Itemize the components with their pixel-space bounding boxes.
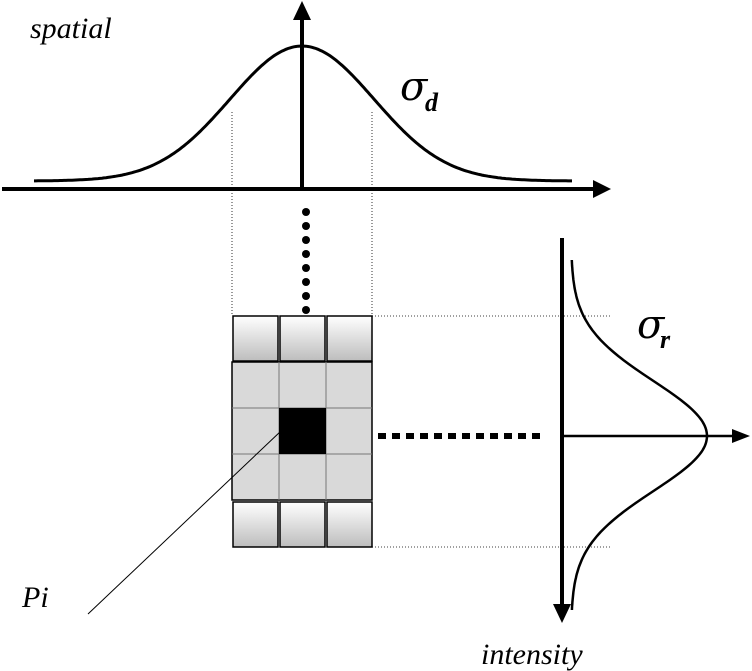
connector-dash xyxy=(392,433,400,439)
sigma-d-symbol: σ xyxy=(400,64,429,110)
guide-lines xyxy=(231,112,612,548)
spatial-axes xyxy=(2,1,611,198)
connector-dash xyxy=(420,433,428,439)
intensity-label: intensity xyxy=(481,638,583,671)
connector-dash xyxy=(434,433,442,439)
horizontal-dotted-connector xyxy=(378,433,540,439)
connector-dot xyxy=(302,264,310,272)
connector-dash xyxy=(378,433,386,439)
connector-dash xyxy=(462,433,470,439)
connector-dash xyxy=(490,433,498,439)
intensity-gaussian-curve xyxy=(570,259,709,611)
connector-dot xyxy=(302,278,310,286)
connector-dash xyxy=(532,433,540,439)
connector-dot xyxy=(302,306,310,314)
sigma-d-label: σ d xyxy=(400,64,439,117)
connector-dot xyxy=(302,222,310,230)
vertical-dotted-connector xyxy=(302,208,310,314)
sigma-r-symbol: σ xyxy=(637,302,666,348)
grid-cell-bottom-2 xyxy=(279,501,326,548)
connector-dash xyxy=(504,433,512,439)
intensity-horizontal-arrowhead xyxy=(732,429,750,443)
center-pixel xyxy=(279,408,326,454)
connector-dash xyxy=(476,433,484,439)
grid-cell-top-2 xyxy=(279,315,326,362)
connector-dash xyxy=(518,433,526,439)
pixel-label: Pi xyxy=(21,581,49,614)
pixel-grid xyxy=(231,315,373,548)
connector-dash xyxy=(406,433,414,439)
spatial-y-arrowhead xyxy=(293,1,311,20)
connector-dash xyxy=(448,433,456,439)
grid-cell-top-3 xyxy=(326,315,373,362)
sigma-r-label: σ r xyxy=(637,302,671,354)
pi-pointer-line xyxy=(87,430,282,615)
spatial-gaussian-curve xyxy=(34,44,572,183)
spatial-x-arrowhead xyxy=(593,180,611,198)
grid-cell-top-1 xyxy=(232,315,279,362)
connector-dot xyxy=(302,208,310,216)
connector-dot xyxy=(302,250,310,258)
grid-cell-bottom-3 xyxy=(326,501,373,548)
intensity-axes xyxy=(553,238,750,623)
intensity-vertical-arrowhead xyxy=(553,604,571,623)
sigma-d-subscript: d xyxy=(425,88,439,117)
sigma-r-subscript: r xyxy=(660,325,671,354)
connector-dot xyxy=(302,236,310,244)
spatial-label: spatial xyxy=(30,12,112,45)
grid-cell-bottom-1 xyxy=(232,501,279,548)
connector-dot xyxy=(302,292,310,300)
